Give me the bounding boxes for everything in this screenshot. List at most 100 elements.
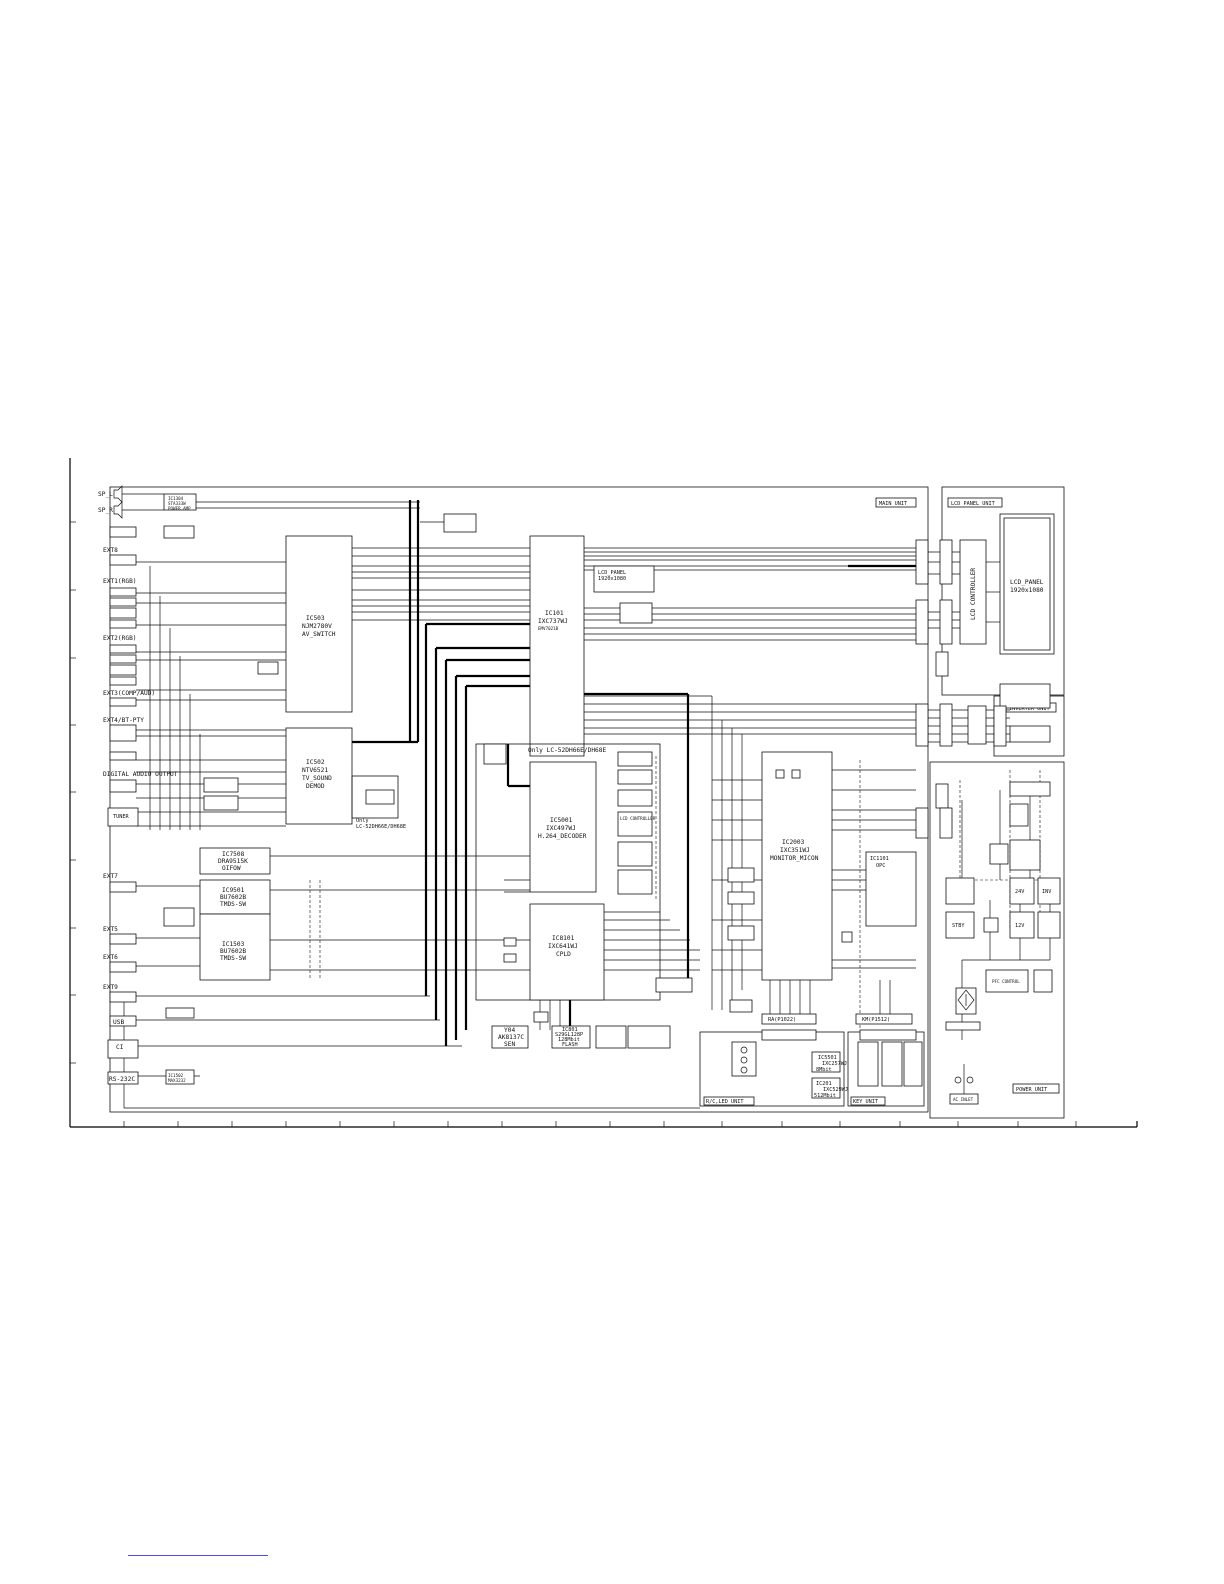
- svg-text:BU7602B: BU7602B: [220, 894, 246, 901]
- svg-text:TMDS-SW: TMDS-SW: [220, 901, 246, 908]
- input-label-ext1: EXT1(RGB): [103, 578, 137, 585]
- block-rmc101: [811, 1077, 841, 1099]
- svg-text:1920x1080: 1920x1080: [598, 576, 626, 582]
- main-unit-outline: [109, 486, 929, 1113]
- svg-text:RA(P1022): RA(P1022): [768, 1017, 796, 1023]
- svg-text:STBY: STBY: [952, 923, 965, 929]
- svg-text:IXC529WJ: IXC529WJ: [823, 1087, 848, 1093]
- input-connectors: EXT8 EXT1(RGB) EXT2(RGB) EXT3(COMP/AUD) …: [103, 547, 178, 1085]
- svg-text:LCD_PANEL: LCD_PANEL: [1010, 579, 1044, 586]
- svg-text:OPC: OPC: [876, 863, 885, 869]
- svg-text:IC1304: IC1304: [168, 496, 184, 501]
- input-label-ext7: EXT7: [103, 873, 118, 880]
- block-ic8101: [529, 903, 605, 1001]
- svg-text:LC-52DH66E/DH68E: LC-52DH66E/DH68E: [356, 824, 406, 830]
- svg-text:CPLD: CPLD: [556, 951, 571, 958]
- svg-text:PFC CONTROL: PFC CONTROL: [992, 979, 1020, 984]
- svg-text:DRA9515K: DRA9515K: [218, 858, 248, 865]
- power-block-stby: [945, 911, 975, 939]
- svg-text:IC8101: IC8101: [552, 935, 575, 942]
- svg-text:OIFOW: OIFOW: [222, 865, 241, 872]
- unit-label-rcled: R/C,LED UNIT: [706, 1099, 743, 1105]
- svg-text:IC502: IC502: [306, 759, 325, 766]
- power-block-inv: [1037, 877, 1061, 905]
- svg-text:IC5501: IC5501: [818, 1055, 837, 1061]
- power-block-12v: [1009, 911, 1035, 939]
- block-ic502: [285, 727, 353, 825]
- unit-label-inverter: INVERTER UNIT: [1009, 706, 1050, 712]
- block-ic801: [551, 1025, 591, 1049]
- power-block-ac-inlet: [949, 1093, 979, 1105]
- power-section: IC1101 OPC STBY 24V 12V INV PFC CONTROL …: [865, 781, 1061, 1105]
- svg-text:LCD CONTROLLER: LCD CONTROLLER: [620, 816, 656, 821]
- block-ic101: [529, 535, 585, 757]
- svg-text:24V: 24V: [1015, 889, 1024, 895]
- speaker-label-l: SP_L: [98, 491, 113, 498]
- svg-text:DEMOD: DEMOD: [306, 783, 325, 790]
- block-lcd-panel: [999, 513, 1055, 655]
- svg-text:IC201: IC201: [816, 1081, 832, 1087]
- svg-text:IC2003: IC2003: [782, 839, 805, 846]
- svg-text:IXC641WJ: IXC641WJ: [548, 943, 578, 950]
- svg-text:POWER AMP: POWER AMP: [168, 506, 191, 511]
- svg-text:TV_SOUND: TV_SOUND: [302, 775, 332, 782]
- input-label-ci: CI: [116, 1044, 124, 1051]
- unit-label-main: MAIN UNIT: [879, 501, 907, 507]
- svg-text:IC5001: IC5001: [550, 817, 573, 824]
- svg-text:128Mbit: 128Mbit: [558, 1037, 580, 1043]
- signal-wires: [122, 493, 1051, 1109]
- svg-text:IC7508: IC7508: [222, 851, 245, 858]
- input-label-usb: USB: [113, 1019, 124, 1026]
- svg-text:SEN: SEN: [504, 1041, 515, 1048]
- unit-label-power: POWER UNIT: [1016, 1087, 1047, 1093]
- svg-text:Only: Only: [356, 818, 369, 824]
- svg-text:IC503: IC503: [306, 615, 325, 622]
- block-ic503: [285, 535, 353, 713]
- power-block-24v: [1009, 877, 1035, 905]
- svg-text:IC1502: IC1502: [168, 1073, 184, 1078]
- svg-text:IXC257WJ: IXC257WJ: [822, 1061, 847, 1067]
- ic-blocks: IC503 NJM2780V AV_SWITCH IC502 NTV6521 T…: [163, 535, 833, 1085]
- svg-text:NTV6521: NTV6521: [302, 767, 328, 774]
- footer-link-underline: [128, 1555, 268, 1556]
- svg-text:IC101: IC101: [545, 610, 564, 617]
- svg-text:IC1101: IC1101: [870, 856, 889, 862]
- svg-text:Y04: Y04: [504, 1027, 515, 1034]
- block-power-supply: [865, 851, 917, 927]
- svg-text:LCD_PANEL: LCD_PANEL: [598, 570, 626, 576]
- svg-text:8Mbit: 8Mbit: [816, 1067, 832, 1073]
- svg-text:IXC351WJ: IXC351WJ: [780, 847, 810, 854]
- svg-text:TMDS-SW: TMDS-SW: [220, 955, 246, 962]
- svg-text:H.264_DECODER: H.264_DECODER: [538, 833, 587, 840]
- speaker-r-icon: [113, 501, 123, 519]
- svg-text:MONITOR_MICON: MONITOR_MICON: [770, 855, 819, 862]
- svg-text:512Mbit: 512Mbit: [814, 1093, 836, 1099]
- svg-text:1920x1080: 1920x1080: [1010, 587, 1044, 594]
- svg-text:12V: 12V: [1015, 923, 1024, 929]
- svg-text:S29GL128P: S29GL128P: [555, 1032, 583, 1038]
- speaker-l-icon: [113, 485, 123, 503]
- power-block-pfc: [985, 969, 1029, 993]
- input-label-ext3: EXT3(COMP/AUD): [103, 690, 155, 697]
- svg-text:MAX3232: MAX3232: [168, 1078, 186, 1083]
- block-ic7508: [199, 847, 271, 875]
- speaker-section: SP_L SP_R IC1304 STA333W POWER AMP: [98, 485, 477, 539]
- svg-text:AK8137C: AK8137C: [498, 1034, 524, 1041]
- diagram-frame: [69, 458, 1138, 1128]
- input-label-tuner: TUNER: [113, 814, 129, 820]
- svg-text:Only LC-52DH66E/DH68E: Only LC-52DH66E/DH68E: [528, 747, 607, 754]
- block-ic2003: [761, 751, 833, 981]
- svg-text:AC INLET: AC INLET: [953, 1097, 974, 1102]
- block-y04: [491, 1025, 529, 1049]
- input-label-rs232: RS-232C: [109, 1076, 135, 1083]
- control-section: RA(P1022) KM(P1512) IC5501 IXC257WJ 8Mbi…: [503, 769, 923, 1099]
- input-label-ext5: EXT5: [103, 926, 118, 933]
- svg-text:EMV7021B: EMV7021B: [538, 626, 559, 631]
- input-label-ext8: EXT8: [103, 547, 118, 554]
- svg-text:KM(P1512): KM(P1512): [862, 1017, 890, 1023]
- input-label-digital-audio: DIGITAL AUDIO OUTPUT: [103, 771, 178, 778]
- speaker-label-r: SP_R: [98, 507, 113, 514]
- svg-text:STA333W: STA333W: [168, 501, 186, 506]
- input-label-ext9: EXT9: [103, 984, 118, 991]
